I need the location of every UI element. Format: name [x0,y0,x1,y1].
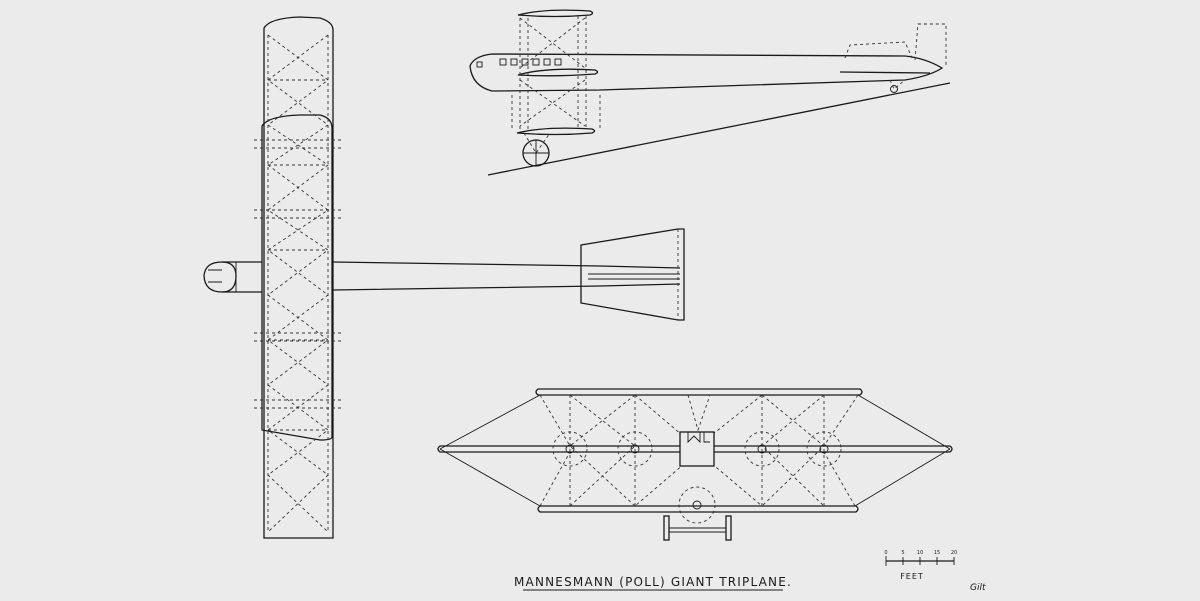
side-windows [476,58,562,68]
side-upper-wing [517,9,594,18]
plan-nose [203,261,237,293]
scale-bar: 0 5 10 15 20 FEET [884,550,957,581]
plan-view [203,16,685,539]
plan-wing-bracing [267,34,329,533]
side-fuselage [469,53,944,92]
plan-upper-wing [263,16,334,539]
side-struts [511,16,601,130]
side-view [469,9,951,176]
scale-tick-0: 0 [884,550,887,556]
scale-tick-10: 10 [917,550,923,556]
artist-signature: Gilt [970,583,986,593]
side-wheel [522,132,551,167]
scale-tick-15: 15 [934,550,940,556]
plan-tailplane [580,228,685,321]
front-lower-wing [537,505,859,513]
front-struts [539,394,859,507]
side-lower-wing [516,127,596,136]
scale-unit: FEET [900,572,924,581]
scale-tick-5: 5 [901,550,904,556]
side-fin [844,41,913,59]
front-outer-bracing [439,394,951,507]
front-undercarriage [663,515,732,541]
front-fuselage [679,431,715,467]
plan-engine-markers [254,139,342,409]
plan-fuselage [222,261,681,293]
drawing-title: MANNESMANN (POLL) GIANT TRIPLANE. [514,575,792,589]
scale-tick-20: 20 [951,550,957,556]
front-view [437,388,953,541]
front-engines [552,431,842,524]
side-rudder [914,23,947,66]
front-middle-wing [437,445,953,453]
front-upper-wing [535,388,863,396]
plan-middle-wing [261,114,333,441]
